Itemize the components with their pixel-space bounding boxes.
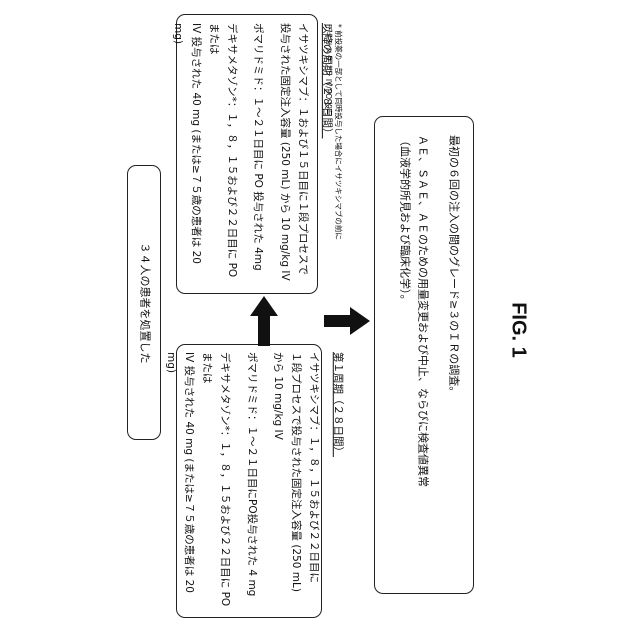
survey-box: 最初の６回の注入の間のグレード≥３のＩＲの調査。 ＡＥ、ＳＡＥ、ＡＥのための用量… xyxy=(374,116,474,594)
footnote-line-1: * 前投薬の一部として同時投与した場合にイサツキシマブの前に xyxy=(334,24,343,240)
cycle1-box: 第１周期（２８日間） イサツキシマブ：１，８，１５および２２日目に １段プロセス… xyxy=(176,344,322,618)
survey-content: 最初の６回の注入の間のグレード≥３のＩＲの調査。 ＡＥ、ＳＡＥ、ＡＥのための用量… xyxy=(394,135,462,575)
survey-details: ＡＥ、ＳＡＥ、ＡＥのための用量変更および中止、ならびに検査値異常 （血液学的所見… xyxy=(394,135,431,575)
later-cycles-box: 以降の周期（２８日間） イサツキシマブ：１および１５日目に１段プロセスで 投与さ… xyxy=(176,14,318,294)
survey-title: 最初の６回の注入の間のグレード≥３のＩＲの調査。 xyxy=(444,135,463,575)
up-arrow-icon xyxy=(250,296,278,346)
later-cycles-dexamethasone: デキサメタゾン*：１，８，１５および２２日目に PO または IV 投与された … xyxy=(168,23,239,285)
later-cycles-pomalidomide: ポマリドミド：１～２１日目に PO 投与された 4mg xyxy=(249,23,267,285)
right-arrow-icon xyxy=(324,307,370,335)
footnote: * 前投薬の一部として同時投与した場合にイサツキシマブの前に デキサメタゾン I… xyxy=(316,24,350,264)
cycle1-isatuximab: イサツキシマブ：１，８，１５および２２日目に １段プロセスで投与された固定注入容… xyxy=(268,352,322,610)
cycle1-pomalidomide: ポマリドミド：１～２１日目にPO投与された 4 mg xyxy=(242,352,260,610)
cycle1-content: 第１周期（２８日間） イサツキシマブ：１，８，１５および２２日目に １段プロセス… xyxy=(161,352,346,610)
patients-treated-text: ３４人の患者を処置した xyxy=(135,165,154,440)
figure-label: FIG. 1 xyxy=(498,300,538,360)
cycle1-heading: 第１周期（２８日間） xyxy=(328,352,346,610)
later-cycles-content: 以降の周期（２８日間） イサツキシマブ：１および１５日目に１段プロセスで 投与さ… xyxy=(168,23,335,285)
footnote-line-2: デキサメタゾン IV/PO 投与 xyxy=(324,24,333,117)
later-cycles-isatuximab: イサツキシマブ：１および１５日目に１段プロセスで 投与された固定注入容量 (25… xyxy=(275,23,311,285)
cycle1-dexamethasone: デキサメタゾン*：１，８，１５および２２日目に PO または IV 投与された … xyxy=(161,352,232,610)
